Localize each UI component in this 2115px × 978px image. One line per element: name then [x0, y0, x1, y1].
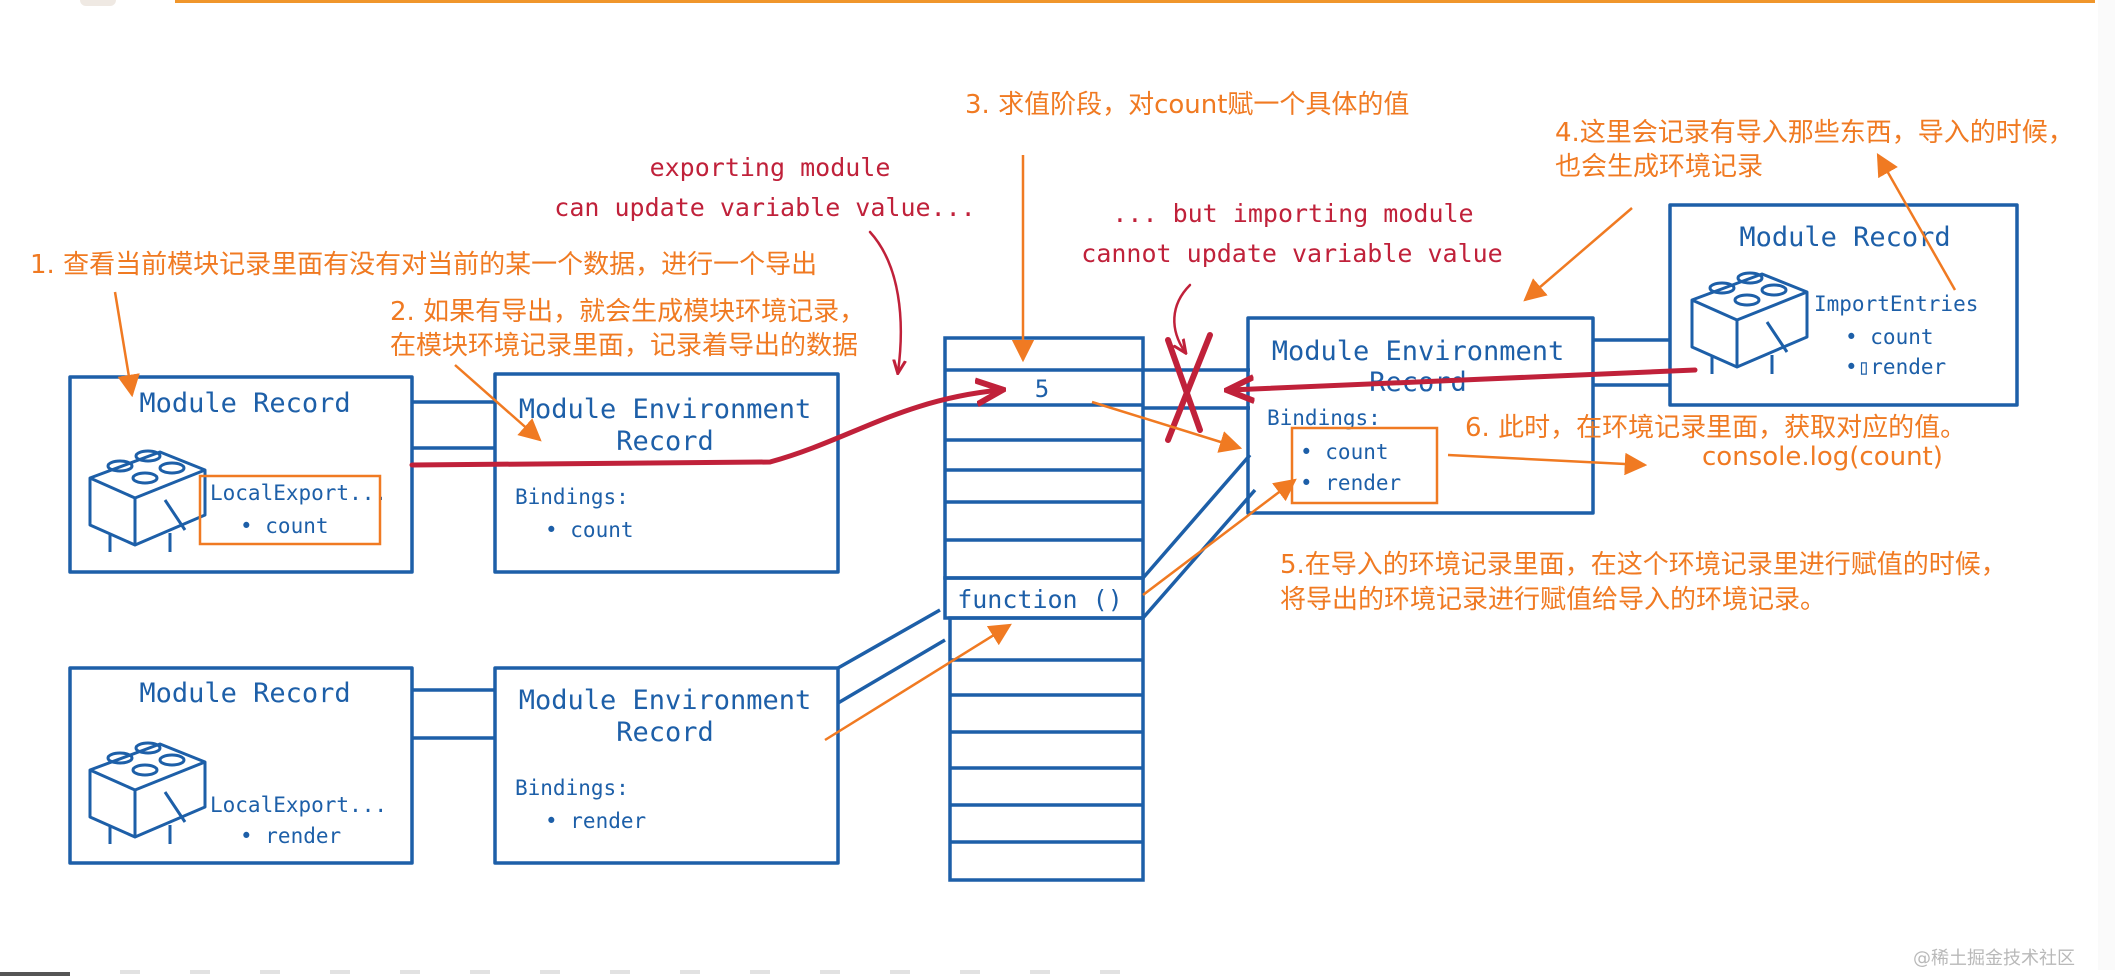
memory-value-count: 5 — [1035, 375, 1049, 403]
annotation-arrows — [113, 153, 1957, 742]
console-log-note: console.log(count) — [1702, 442, 1943, 472]
note-3: 3. 求值阶段，对count赋一个具体的值 — [965, 90, 1409, 120]
module-record-title-2: Module Record — [139, 678, 350, 709]
note-2-line-2: 在模块环境记录里面，记录着导出的数据 — [390, 331, 858, 361]
module-env-box-1 — [493, 372, 840, 574]
local-export-item-2: • render — [240, 824, 341, 848]
arrow-count-to-binding — [1091, 400, 1243, 453]
connector-3 — [1593, 338, 1670, 387]
connector-1 — [412, 400, 495, 450]
arrow-render-to-function — [824, 623, 1012, 742]
red-note-exporting-2: can update variable value... — [554, 193, 975, 222]
import-entries-label: ImportEntries — [1814, 292, 1978, 316]
lego-icon-1 — [88, 449, 207, 552]
module-record-box-2 — [68, 666, 414, 865]
note-2-line-1: 2. 如果有导出，就会生成模块环境记录， — [390, 297, 865, 327]
memory-column — [837, 336, 1257, 882]
note-4-line-1: 4.这里会记录有导入那些东西，导入的时候， — [1555, 118, 2074, 148]
local-export-label-2: LocalExport... — [210, 793, 387, 817]
importing-module — [1246, 203, 2019, 515]
bindings-item-2: • render — [545, 809, 646, 833]
arrow-note5 — [1142, 478, 1297, 596]
import-entries-item-1: • count — [1845, 325, 1934, 349]
env-title-2a: Module Environment — [519, 685, 812, 716]
bindings-item-1: • count — [545, 518, 634, 542]
connector-2 — [412, 688, 495, 740]
bottom-toolbar-hint — [120, 970, 1120, 974]
env-title-1b: Record — [616, 426, 714, 457]
red-note-exporting-1: exporting module — [650, 153, 891, 182]
bindings-label-1: Bindings: — [515, 485, 629, 509]
env-title-2b: Record — [616, 717, 714, 748]
arrow-note4 — [1523, 207, 1633, 302]
module-1 — [68, 372, 840, 574]
red-pointer-import — [1174, 283, 1192, 352]
lego-icon-2 — [88, 741, 207, 844]
module-2 — [68, 666, 840, 865]
red-note-importing-2: cannot update variable value — [1081, 239, 1502, 268]
bottom-bar — [0, 970, 2115, 978]
red-note-importing-1: ... but importing module — [1112, 199, 1473, 228]
importing-record-box — [1668, 203, 2019, 407]
note-4-line-2: 也会生成环境记录 — [1555, 152, 1763, 182]
note-5-line-2: 将导出的环境记录进行赋值给导入的环境记录。 — [1280, 585, 1826, 615]
red-pointer-export — [868, 230, 901, 372]
top-accent-bar — [175, 0, 2095, 3]
arrow-note2 — [454, 364, 542, 442]
import-read-line — [1230, 367, 1698, 390]
import-bindings-item-2: • render — [1300, 471, 1401, 495]
import-bindings-label: Bindings: — [1267, 406, 1381, 430]
module-env-box-2 — [493, 666, 840, 865]
module-record-box-1 — [68, 375, 414, 574]
watermark: @稀土掘金技术社区 — [1913, 948, 2075, 969]
memory-block-bottom — [948, 616, 1145, 882]
lego-icon-3 — [1690, 271, 1809, 374]
note-5-line-1: 5.在导入的环境记录里面，在这个环境记录里进行赋值的时候， — [1280, 550, 2007, 580]
export-update-line — [409, 390, 1000, 468]
highlight-import-bindings — [1290, 426, 1439, 505]
importing-env-box — [1246, 316, 1595, 515]
blocked-x-icon — [1165, 332, 1213, 443]
memory-function-label: function () — [957, 585, 1123, 614]
memory-block-top — [943, 336, 1145, 580]
annotation-notes: 1. 查看当前模块记录里面有没有对当前的某一个数据，进行一个导出 2. 如果有导… — [30, 90, 2074, 615]
top-tab — [80, 0, 116, 6]
note-1: 1. 查看当前模块记录里面有没有对当前的某一个数据，进行一个导出 — [30, 250, 817, 280]
import-entries-item-2: •▯render — [1845, 355, 1946, 379]
import-env-title-a: Module Environment — [1272, 336, 1565, 367]
right-edge — [2098, 0, 2115, 978]
env-title-1a: Module Environment — [519, 394, 812, 425]
note-6: 6. 此时，在环境记录里面，获取对应的值。 — [1465, 413, 1966, 443]
red-flow — [409, 230, 1698, 468]
arrow-note1 — [113, 291, 140, 398]
import-bindings-item-1: • count — [1300, 440, 1389, 464]
import-record-title: Module Record — [1739, 222, 1950, 253]
module-record-title-1: Module Record — [139, 388, 350, 419]
bottom-left-mark — [0, 972, 70, 976]
highlight-local-export — [198, 474, 382, 546]
arrow-note6 — [1447, 452, 1648, 476]
local-export-item-1: • count — [240, 514, 329, 538]
bindings-label-2: Bindings: — [515, 776, 629, 800]
local-export-label-1: LocalExport... — [210, 481, 387, 505]
arrow-note4b — [1876, 153, 1957, 291]
